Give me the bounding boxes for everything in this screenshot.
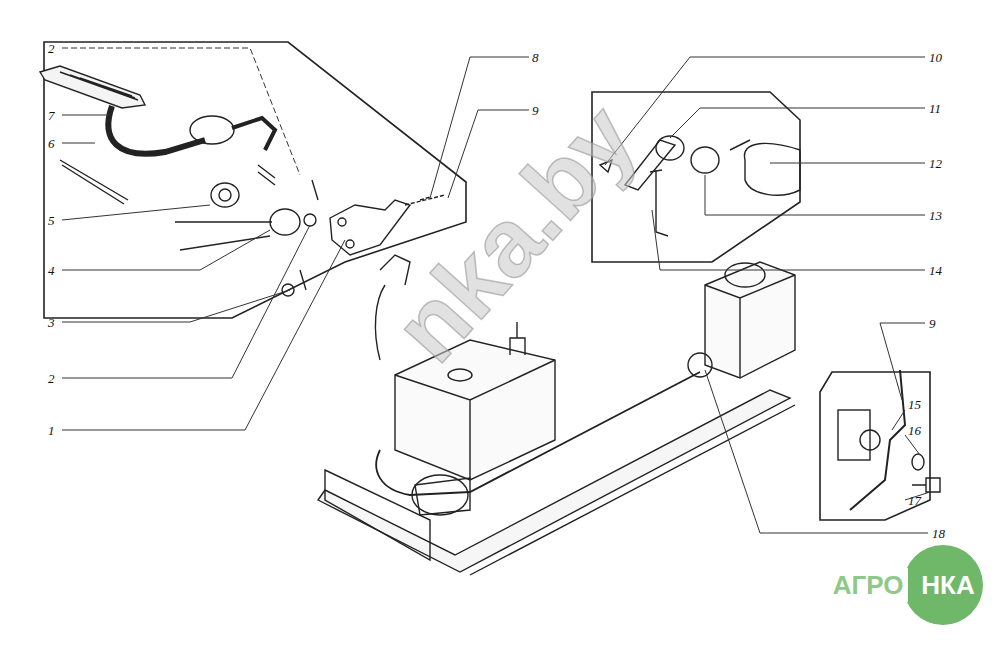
filler-cap <box>448 369 472 381</box>
right-inset-parts <box>600 136 800 236</box>
clip <box>600 160 612 172</box>
hole <box>338 218 346 226</box>
callout-number: 9 <box>929 317 936 330</box>
logo-circle <box>903 545 983 625</box>
right-inset-outline <box>592 92 800 262</box>
pedal-hub <box>190 116 234 144</box>
bolt <box>650 170 668 236</box>
watermark: nka.by <box>377 88 652 378</box>
bush <box>656 136 684 160</box>
logo-band <box>830 568 908 602</box>
callout-number: 13 <box>929 209 942 222</box>
washer <box>912 454 924 470</box>
control-cable <box>376 372 700 495</box>
leader-lines <box>62 48 930 533</box>
washer <box>304 214 316 226</box>
callout-number: 18 <box>932 527 945 540</box>
callout-number: 14 <box>929 264 942 277</box>
hole <box>346 240 354 248</box>
pulley <box>688 353 712 377</box>
bottom-inset-outline <box>820 372 930 520</box>
bolt <box>912 478 940 492</box>
pump-cover <box>415 478 470 515</box>
frame-and-tanks <box>318 255 795 575</box>
callout-number: 10 <box>929 51 942 64</box>
washer <box>282 284 294 296</box>
ring <box>691 147 719 173</box>
rear-tank-edges <box>705 275 795 378</box>
cotter-pin <box>300 180 318 290</box>
cable-end <box>405 195 445 205</box>
pedal-ribs <box>60 72 138 100</box>
callout-number: 16 <box>908 424 921 437</box>
valve-handle <box>380 255 410 285</box>
tank-edges <box>395 360 555 480</box>
frame-end <box>325 470 430 560</box>
callout-number: 7 <box>48 109 55 122</box>
rear-tank <box>705 262 795 378</box>
rod <box>175 222 272 250</box>
lever-eye <box>270 209 300 235</box>
callout-number: 15 <box>908 398 921 411</box>
callout-number: 1 <box>48 424 55 437</box>
fuel-tank <box>395 340 555 480</box>
boss <box>860 430 880 450</box>
lever-arm <box>625 140 675 190</box>
callout-number: 2 <box>48 372 55 385</box>
callout-number: 11 <box>929 102 941 115</box>
bushing-bore <box>219 189 231 201</box>
rear-cap <box>725 263 765 287</box>
callout-number: 4 <box>48 264 55 277</box>
plate <box>838 410 870 460</box>
inset-frames <box>44 42 930 520</box>
logo-text: НКА <box>921 572 974 598</box>
callout-number: 5 <box>48 214 55 227</box>
callout-number: 9 <box>532 104 539 117</box>
pedal-arm <box>232 118 275 150</box>
callout-number: 6 <box>48 137 55 150</box>
callout-number: 12 <box>929 157 942 170</box>
cable-terminal <box>850 370 905 510</box>
tank-valve <box>510 322 525 355</box>
pedal-shaft <box>60 160 128 204</box>
callout-number: 17 <box>908 494 921 507</box>
pin <box>258 165 275 185</box>
callout-number: 8 <box>532 51 539 64</box>
cable-run <box>375 285 385 360</box>
bushing <box>211 183 239 207</box>
callout-number: 2 <box>48 42 55 55</box>
logo-text: АГРО <box>833 572 904 598</box>
pedal-assembly <box>40 66 445 296</box>
housing <box>744 143 800 195</box>
callout-number: 3 <box>48 316 55 329</box>
bottom-inset-parts <box>838 370 940 510</box>
pedal-pad <box>40 66 145 108</box>
